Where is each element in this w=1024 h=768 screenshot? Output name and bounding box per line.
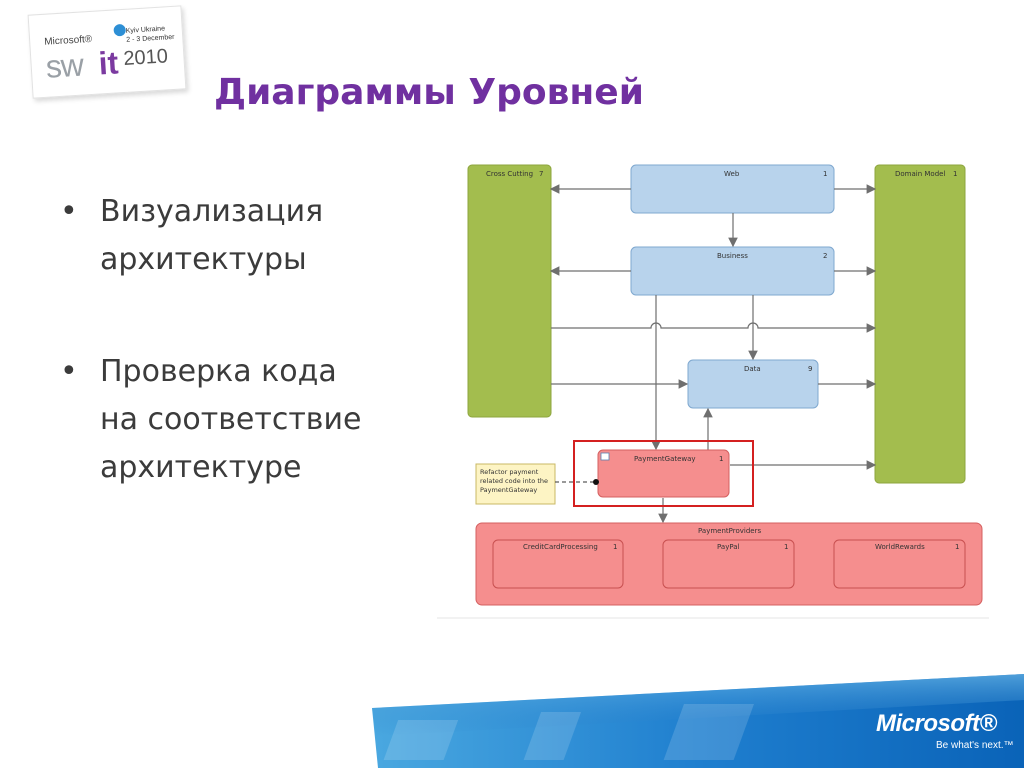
bullet-line: на соответствие [100, 402, 362, 437]
slide-title: Диаграммы Уровней [214, 72, 644, 113]
layer-world-rewards-label: WorldRewards [875, 543, 925, 551]
logo-dot-icon [113, 23, 127, 37]
layer-paypal[interactable] [662, 539, 795, 589]
bullet-line: Визуализация [100, 194, 324, 229]
bullet-line: архитектуре [100, 450, 302, 485]
bullet-text: Визуализация архитектуры [100, 188, 420, 284]
layer-credit-card[interactable] [492, 539, 624, 589]
highlight-frame [573, 440, 754, 507]
logo-sw: sw [44, 46, 84, 85]
layer-cross-cutting[interactable] [467, 164, 552, 418]
comment-anchor [593, 479, 599, 485]
logo-it: it [97, 44, 120, 82]
layer-domain-model[interactable] [874, 164, 966, 484]
layer-payment-providers-label: PaymentProviders [698, 527, 761, 535]
layer-paypal-count: 1 [784, 543, 788, 551]
layer-domain-model-count: 1 [953, 170, 957, 178]
bullet-symbol: • [60, 194, 78, 229]
layer-payment-gateway-count: 1 [719, 455, 723, 463]
layer-data-count: 9 [808, 365, 812, 373]
layer-diagram: Cross Cutting 7 Domain Model 1 Web 1 Bus… [437, 164, 989, 619]
microsoft-logo: Microsoft® [876, 710, 997, 737]
layer-payment-gateway[interactable] [597, 449, 730, 498]
logo-microsoft: Microsoft® [43, 33, 93, 48]
layer-credit-card-label: CreditCardProcessing [523, 543, 598, 551]
layer-world-rewards[interactable] [833, 539, 966, 589]
layer-business-label: Business [717, 252, 748, 260]
layer-data-label: Data [744, 365, 761, 373]
microsoft-tagline: Be what's next.™ [936, 740, 1014, 751]
layer-business-count: 2 [823, 252, 827, 260]
layer-paypal-label: PayPal [717, 543, 740, 551]
bullet-line: архитектуры [100, 242, 307, 277]
logo-year: 2010 [122, 45, 169, 70]
layer-world-rewards-count: 1 [955, 543, 959, 551]
bullet-text: Проверка кода на соответствие архитектур… [100, 348, 420, 492]
layer-domain-model-label: Domain Model [895, 170, 945, 178]
comment-note[interactable] [475, 463, 556, 505]
layer-cross-cutting-count: 7 [539, 170, 543, 178]
layer-payment-gateway-label: PaymentGateway [634, 455, 696, 463]
bullet-symbol: • [60, 354, 78, 389]
layer-web-label: Web [724, 170, 740, 178]
layer-credit-card-count: 1 [613, 543, 617, 551]
bullet-line: Проверка кода [100, 354, 337, 389]
layer-web-count: 1 [823, 170, 827, 178]
comment-text: Refactor payment related code into the P… [480, 468, 550, 494]
layer-cross-cutting-label: Cross Cutting [486, 170, 533, 178]
note-icon [600, 452, 610, 461]
footer-banner [372, 674, 1024, 768]
